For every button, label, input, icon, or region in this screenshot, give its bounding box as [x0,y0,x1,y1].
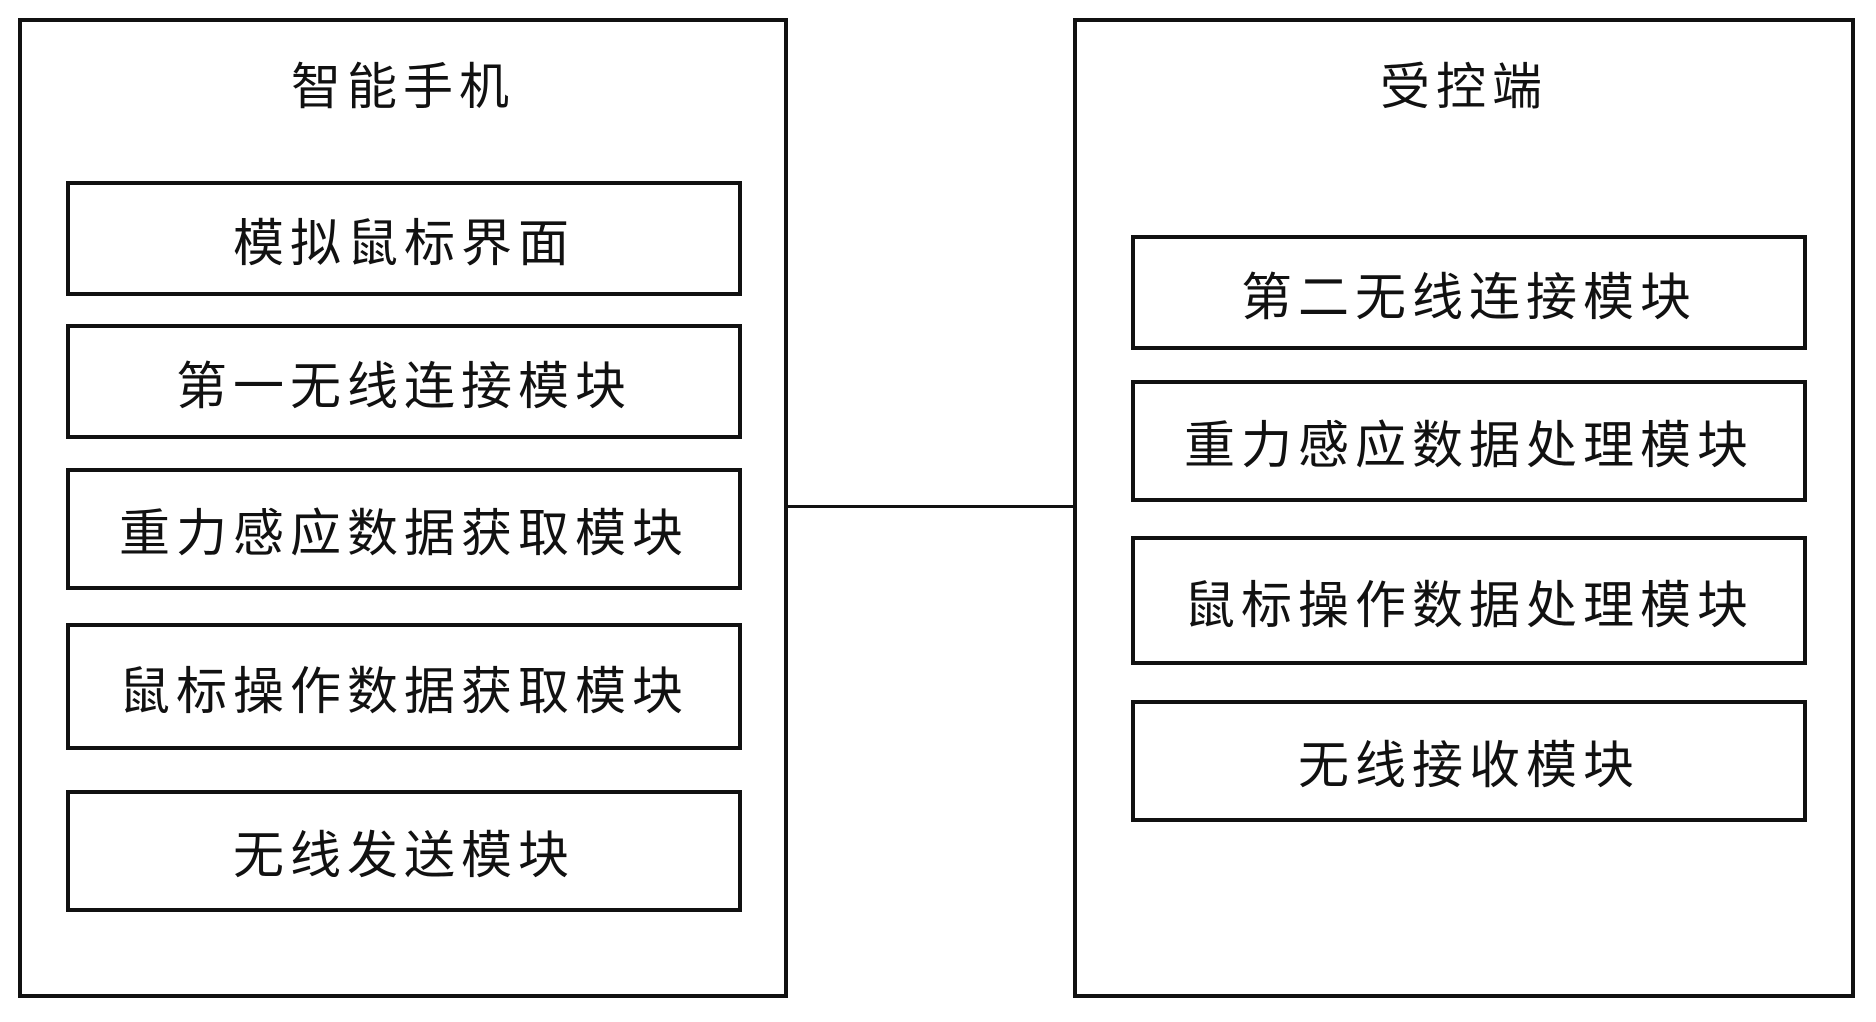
module-mouse-operation-data-processing: 鼠标操作数据处理模块 [1131,536,1807,665]
module-wireless-sending: 无线发送模块 [66,790,742,912]
controlled-end-title: 受控端 [1077,62,1851,112]
connection-line [788,505,1073,508]
module-simulated-mouse-interface: 模拟鼠标界面 [66,181,742,296]
module-mouse-operation-data-acquisition: 鼠标操作数据获取模块 [66,623,742,750]
smartphone-title: 智能手机 [22,62,784,112]
module-first-wireless-connection: 第一无线连接模块 [66,324,742,439]
module-gravity-sensing-data-acquisition: 重力感应数据获取模块 [66,468,742,590]
smartphone-panel: 智能手机 模拟鼠标界面 第一无线连接模块 重力感应数据获取模块 鼠标操作数据获取… [18,18,788,998]
module-gravity-sensing-data-processing: 重力感应数据处理模块 [1131,380,1807,502]
module-wireless-receiving: 无线接收模块 [1131,700,1807,822]
module-second-wireless-connection: 第二无线连接模块 [1131,235,1807,350]
controlled-end-panel: 受控端 第二无线连接模块 重力感应数据处理模块 鼠标操作数据处理模块 无线接收模… [1073,18,1855,998]
